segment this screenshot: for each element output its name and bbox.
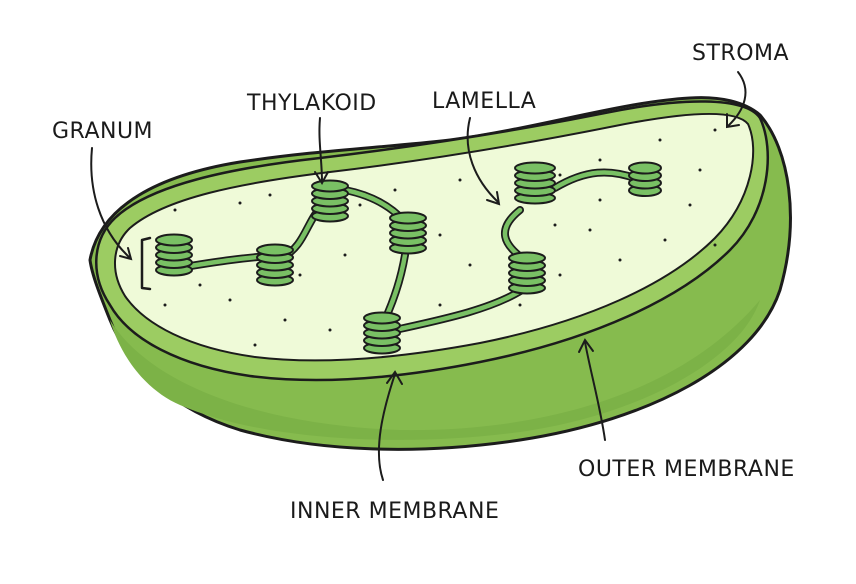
- granum-leader: [90, 147, 131, 259]
- thylakoid-disc: [514, 161, 556, 175]
- thylakoid-disc: [363, 311, 401, 325]
- stroma-dots: [163, 128, 717, 347]
- outer-membrane-arrowhead: [578, 338, 594, 353]
- stroma-leader: [727, 71, 747, 127]
- grana-group: [155, 161, 662, 355]
- granum-stack: [514, 161, 556, 205]
- granum-stack: [256, 243, 294, 287]
- thylakoid-label: THYLAKOID: [246, 91, 377, 116]
- granum-bracket: [140, 236, 152, 291]
- outer-membrane-label: OUTER MEMBRANE: [578, 457, 795, 482]
- granum-stack: [389, 211, 427, 255]
- inner-membrane-label: INNER MEMBRANE: [290, 499, 499, 524]
- thylakoid-disc: [256, 243, 294, 257]
- thylakoid-arrowhead: [314, 171, 329, 185]
- granum-stack: [508, 251, 546, 295]
- thylakoid-disc: [508, 251, 546, 265]
- outer-shell-shading: [110, 300, 760, 440]
- thylakoid-leader: [318, 117, 323, 183]
- outer-membrane-leader: [584, 341, 606, 441]
- stroma-arrowhead: [726, 113, 740, 129]
- leader-lines: [90, 71, 747, 481]
- inner-membrane-arrowhead: [386, 370, 403, 385]
- granum-label: GRANUM: [52, 119, 153, 144]
- inner-membrane-leader: [377, 373, 396, 481]
- thylakoid-disc: [389, 211, 427, 225]
- lamella-label: LAMELLA: [432, 89, 536, 114]
- thylakoid-disc: [628, 161, 662, 175]
- granum-stack: [311, 179, 349, 223]
- granum-stack: [155, 233, 193, 277]
- granum-arrowhead: [119, 247, 133, 261]
- thylakoid-disc: [311, 179, 349, 193]
- lamella-leader: [466, 117, 499, 203]
- granum-stack: [628, 161, 662, 197]
- granum-stack: [363, 311, 401, 355]
- thylakoid-disc: [155, 233, 193, 247]
- stroma-label: STROMA: [692, 41, 789, 66]
- lamella-arrowhead: [486, 191, 501, 206]
